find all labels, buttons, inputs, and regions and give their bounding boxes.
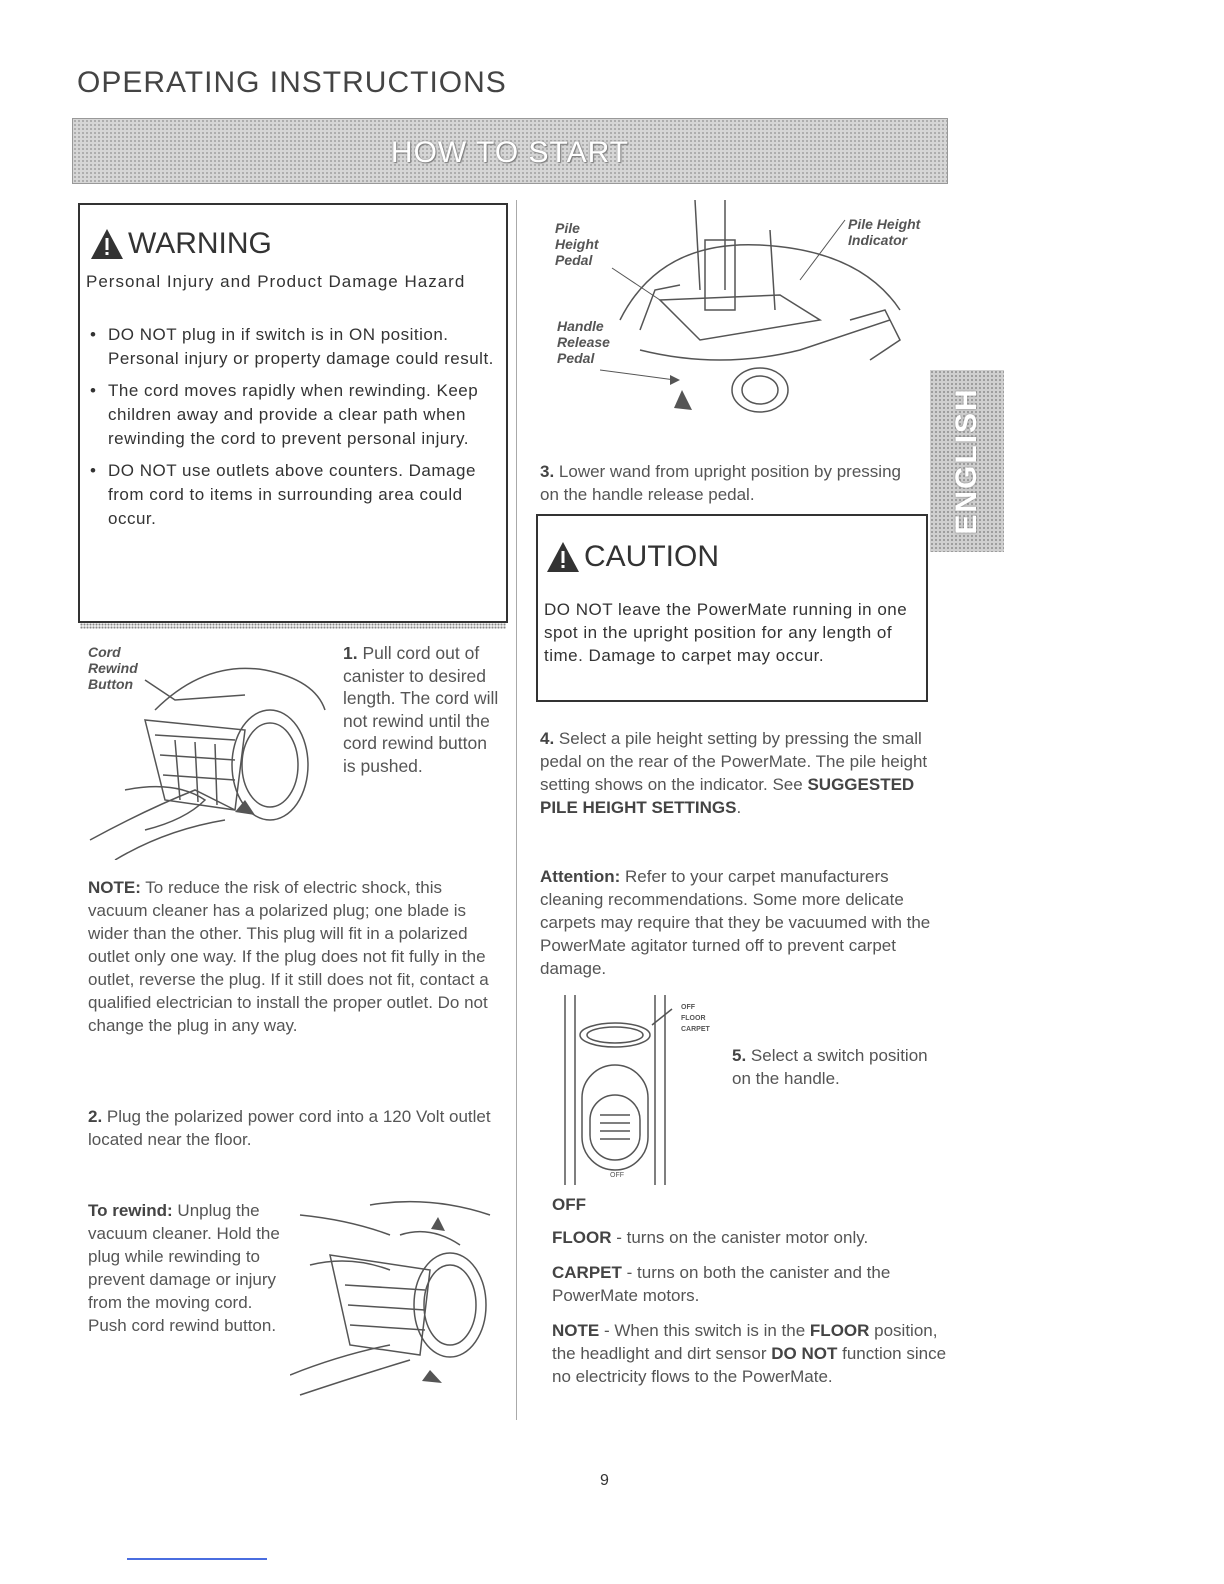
note-lead: NOTE [552,1321,600,1340]
switch-label-carpet: CARPET [681,1026,710,1033]
step-number: 5. [732,1046,747,1065]
step-number: 2. [88,1107,103,1126]
switch-off-heading: OFF [552,1195,586,1214]
caution-box: CAUTION DO NOT leave the PowerMate runni… [536,514,928,702]
warning-triangle-icon [547,542,579,572]
handle-release-pedal-label: Handle Release Pedal [557,318,610,366]
switch-floor-text: - turns on the canister motor only. [611,1228,869,1247]
language-tab: ENGLISH [930,370,1004,552]
warning-title: WARNING [128,227,272,260]
caution-text: DO NOT leave the PowerMate running in on… [544,600,908,665]
rewind-illustration [290,1200,491,1396]
warning-item: DO NOT plug in if switch is in ON positi… [86,323,498,371]
step1: 1. Pull cord out of canister to desired … [343,642,503,777]
switch-bottom-off: OFF [610,1172,624,1179]
note-floor: FLOOR [809,1321,870,1340]
step5: 5. Select a switch position on the handl… [732,1044,932,1090]
banner-title: HOW TO START [390,136,630,169]
attention-lead: Attention: [540,867,621,886]
step-number: 1. [343,643,358,663]
step-text: Select a switch position on the handle. [732,1046,928,1088]
step2: 2. Plug the polarized power cord into a … [88,1105,498,1151]
pile-height-indicator-label: Pile Height Indicator [848,216,920,248]
page-number: 9 [600,1472,609,1489]
switch-carpet-desc: CARPET - turns on both the canister and … [552,1261,952,1307]
warning-item: The cord moves rapidly when rewinding. K… [86,379,498,451]
pile-height-pedal-label: Pile Height Pedal [555,220,599,268]
switch-carpet-text: - turns on both the canister and the Pow… [552,1263,891,1305]
step-end: . [736,798,742,817]
section-banner: HOW TO START [72,118,948,184]
label-line: Cord [88,644,121,660]
caution-header: CAUTION [546,540,719,574]
switch-positions: OFF FLOOR - turns on the canister motor … [552,1193,952,1388]
handle-switch-illustration [564,995,673,1185]
note-text-3: function since no electricity flows to t… [552,1344,947,1386]
attention-text: Refer to your carpet manufacturers clean… [540,867,931,978]
rewind-instructions: To rewind: Unplug the vacuum cleaner. Ho… [88,1199,288,1337]
label-line: Button [88,676,134,692]
step-number: 3. [540,462,555,481]
step4: 4. Select a pile height setting by press… [540,727,935,819]
switch-floor-desc: FLOOR - turns on the canister motor only… [552,1226,952,1249]
powermate-illustration [600,200,901,413]
switch-carpet-lead: CARPET [552,1263,622,1282]
warning-shadow [80,623,506,629]
step-text: Plug the polarized power cord into a 120… [88,1107,491,1149]
switch-floor-lead: FLOOR [552,1228,612,1247]
warning-subtitle: Personal Injury and Product Damage Hazar… [86,272,466,291]
label-line: Pedal [555,252,593,268]
note-text-1: - When this switch is in the [599,1321,810,1340]
switch-labels: OFF FLOOR CARPET [681,1002,710,1035]
label-line: Pile Height [848,216,921,232]
column-divider [516,200,517,1420]
rewind-text: Unplug the vacuum cleaner. Hold the plug… [88,1201,280,1335]
switch-label-floor: FLOOR [681,1015,706,1022]
caution-title: CAUTION [584,540,719,573]
warning-item: DO NOT use outlets above counters. Damag… [86,459,498,531]
note-polarized-plug: NOTE: To reduce the risk of electric sho… [88,876,498,1037]
footer-line [127,1558,267,1560]
label-line: Release [557,334,610,350]
switch-label-off: OFF [681,1004,695,1011]
canister-cord-illustration [89,667,326,860]
step-number: 4. [540,729,555,748]
label-line: Height [555,236,599,252]
warning-header: WARNING [90,227,272,261]
warning-box: WARNING Personal Injury and Product Dama… [78,203,508,629]
step-text: Select a pile height setting by pressing… [540,729,928,794]
note-do-not: DO NOT [771,1344,838,1363]
language-tab-label: ENGLISH [950,387,983,535]
step-text: Pull cord out of canister to desired len… [343,643,499,776]
step-text: Lower wand from upright position by pres… [540,462,901,504]
rewind-lead: To rewind: [88,1201,173,1220]
page-title: OPERATING INSTRUCTIONS [77,66,507,99]
warning-list: DO NOT plug in if switch is in ON positi… [86,323,498,539]
switch-note: NOTE - When this switch is in the FLOOR … [552,1319,952,1388]
note-lead: NOTE: [88,878,141,897]
warning-triangle-icon [91,229,123,259]
attention-note: Attention: Refer to your carpet manufact… [540,865,950,980]
step3: 3. Lower wand from upright position by p… [540,460,920,506]
label-line: Indicator [848,232,908,248]
label-line: Handle [557,318,604,334]
label-line: Pile [555,220,580,236]
note-text-2: position, the headlight and dirt sensor [552,1321,938,1363]
note-text: To reduce the risk of electric shock, th… [88,878,489,1035]
cord-rewind-label: Cord Rewind Button [88,644,138,692]
label-line: Rewind [88,660,138,676]
label-line: Pedal [557,350,595,366]
step-reference: SUGGESTED PILE HEIGHT SETTINGS [540,775,915,817]
